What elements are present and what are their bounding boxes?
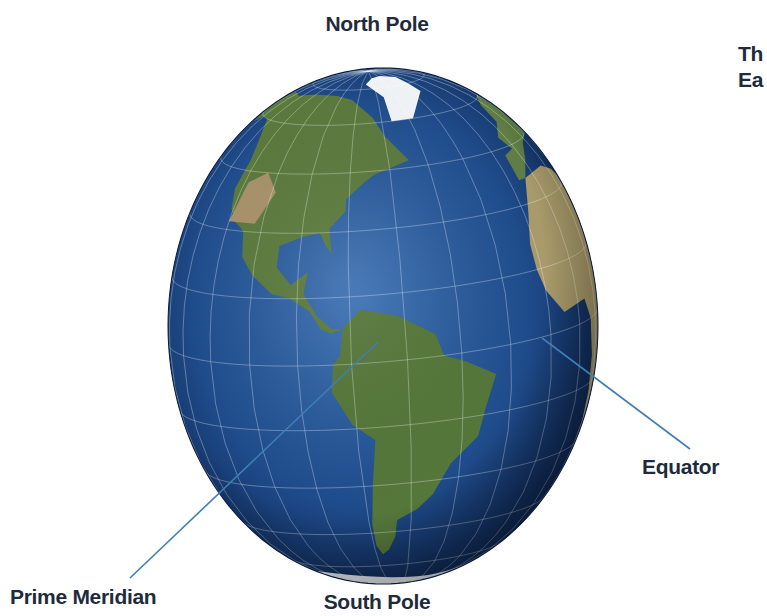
leader-line <box>130 342 378 578</box>
globe <box>154 51 613 602</box>
pole-label: South Pole <box>324 590 431 614</box>
pole-label: North Pole <box>325 12 428 36</box>
leader-line <box>542 338 690 449</box>
meridian-label: Prime Meridian <box>10 585 156 609</box>
globe-shading <box>154 51 613 602</box>
title-fragment: Th <box>738 42 763 66</box>
equator-label: Equator <box>642 455 719 479</box>
ocean <box>154 51 613 602</box>
graticule <box>154 51 613 602</box>
title-fragment: Ea <box>738 68 763 92</box>
